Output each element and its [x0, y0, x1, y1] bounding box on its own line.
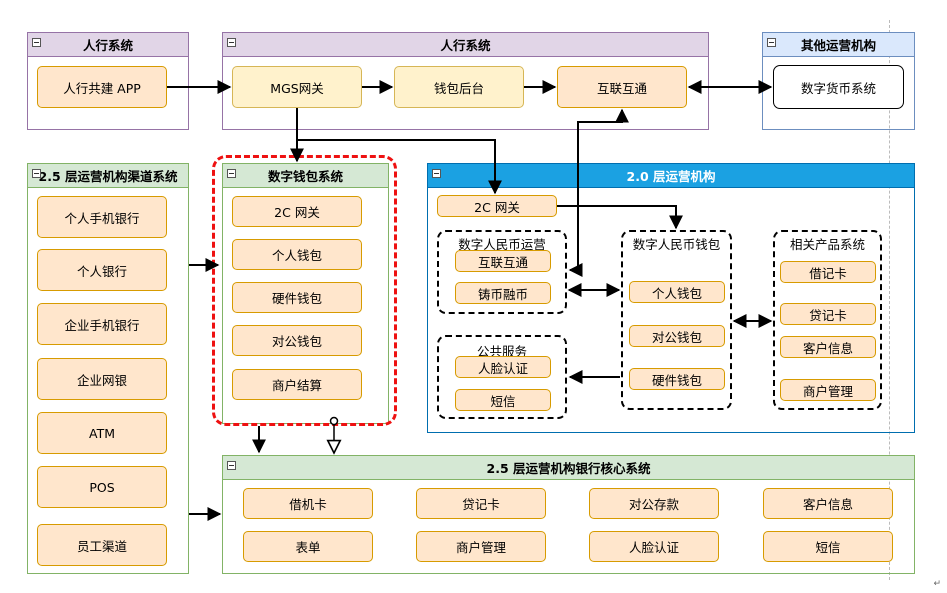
public-service-item-face-auth[interactable]: 人脸认证	[455, 356, 551, 378]
subgroup-rmb-wallet-title: 数字人民币钱包	[632, 237, 721, 252]
wallet-item-corp-wallet[interactable]: 对公钱包	[232, 325, 362, 356]
group-core-title: 2.5 层运营机构银行核心系统	[486, 461, 651, 476]
channel-item-pos[interactable]: POS	[37, 466, 167, 508]
node-dc-system[interactable]: 数字货币系统	[773, 65, 904, 109]
group-pboc-app: 人行系统	[27, 32, 189, 130]
subgroup-products-title: 相关产品系统	[789, 237, 865, 252]
products-item-merchant-mgmt[interactable]: 商户管理	[780, 379, 876, 401]
group-ops20-title: 2.0 层运营机构	[626, 169, 716, 184]
collapse-minus-icon[interactable]	[32, 169, 41, 178]
collapse-minus-icon[interactable]	[767, 38, 776, 47]
subgroup-rmb-ops-title: 数字人民币运营	[458, 237, 546, 252]
group-other-ops: 其他运营机构	[762, 32, 915, 130]
channel-item-mobile-banking[interactable]: 个人手机银行	[37, 196, 167, 238]
channel-item-atm[interactable]: ATM	[37, 412, 167, 454]
core-item-merchant-mgmt[interactable]: 商户管理	[416, 531, 546, 562]
subgroup-public-service-title: 公共服务	[476, 344, 527, 359]
collapse-minus-icon[interactable]	[432, 169, 441, 178]
group-core-header: 2.5 层运营机构银行核心系统	[223, 456, 914, 480]
group-other-ops-title: 其他运营机构	[800, 38, 876, 53]
group-ops20-header: 2.0 层运营机构	[428, 164, 914, 188]
wallet-item-personal-wallet[interactable]: 个人钱包	[232, 239, 362, 270]
group-channel-header: 2.5 层运营机构渠道系统	[28, 164, 188, 188]
rmb-ops-item-interconnect[interactable]: 互联互通	[455, 250, 551, 272]
subgroup-products: 相关产品系统	[773, 230, 882, 410]
group-channel-title: 2.5 层运营机构渠道系统	[38, 169, 178, 184]
subgroup-rmb-ops: 数字人民币运营	[437, 230, 567, 314]
rmb-ops-item-minting[interactable]: 铸币融币	[455, 282, 551, 304]
wallet-item-2c-gateway[interactable]: 2C 网关	[232, 196, 362, 227]
rmb-wallet-item-personal[interactable]: 个人钱包	[629, 281, 725, 303]
products-item-debit-card[interactable]: 借记卡	[780, 261, 876, 283]
collapse-minus-icon[interactable]	[227, 38, 236, 47]
group-core: 2.5 层运营机构银行核心系统	[222, 455, 915, 574]
channel-item-staff[interactable]: 员工渠道	[37, 524, 167, 566]
wallet-system-highlight	[212, 155, 397, 426]
group-other-ops-header: 其他运营机构	[763, 33, 914, 57]
channel-item-corp-ebank[interactable]: 企业网银	[37, 358, 167, 400]
corner-return-mark: ↵	[933, 579, 941, 589]
node-wallet-backend[interactable]: 钱包后台	[394, 66, 524, 108]
group-pboc-main-header: 人行系统	[223, 33, 708, 57]
rmb-wallet-item-corp[interactable]: 对公钱包	[629, 325, 725, 347]
core-item-credit-card[interactable]: 贷记卡	[416, 488, 546, 519]
core-item-face-auth[interactable]: 人脸认证	[589, 531, 719, 562]
rmb-wallet-item-hardware[interactable]: 硬件钱包	[629, 368, 725, 390]
public-service-item-sms[interactable]: 短信	[455, 389, 551, 411]
node-pboc-app[interactable]: 人行共建 APP	[37, 66, 167, 108]
page-guide-line	[889, 20, 890, 580]
group-pboc-app-header: 人行系统	[28, 33, 188, 57]
node-mgs-gateway[interactable]: MGS网关	[232, 66, 362, 108]
channel-item-personal-banking[interactable]: 个人银行	[37, 249, 167, 291]
wallet-item-merchant-settlement[interactable]: 商户结算	[232, 369, 362, 400]
collapse-minus-icon[interactable]	[227, 169, 236, 178]
products-item-customer-info[interactable]: 客户信息	[780, 336, 876, 358]
group-pboc-app-title: 人行系统	[82, 38, 133, 53]
group-channel: 2.5 层运营机构渠道系统	[27, 163, 189, 574]
wallet-item-hardware-wallet[interactable]: 硬件钱包	[232, 282, 362, 313]
collapse-minus-icon[interactable]	[227, 461, 236, 470]
core-item-sms[interactable]: 短信	[763, 531, 893, 562]
subgroup-rmb-wallet: 数字人民币钱包	[621, 230, 732, 410]
core-item-debit-card[interactable]: 借机卡	[243, 488, 373, 519]
node-interconnect[interactable]: 互联互通	[557, 66, 687, 108]
core-item-form[interactable]: 表单	[243, 531, 373, 562]
collapse-minus-icon[interactable]	[32, 38, 41, 47]
products-item-credit-card[interactable]: 贷记卡	[780, 303, 876, 325]
group-pboc-main: 人行系统	[222, 32, 709, 130]
channel-item-corp-mobile-banking[interactable]: 企业手机银行	[37, 303, 167, 345]
ops20-2c-gateway[interactable]: 2C 网关	[437, 195, 557, 217]
group-pboc-main-title: 人行系统	[440, 38, 491, 53]
subgroup-public-service: 公共服务	[437, 335, 567, 419]
core-item-customer-info[interactable]: 客户信息	[763, 488, 893, 519]
core-item-corp-deposit[interactable]: 对公存款	[589, 488, 719, 519]
